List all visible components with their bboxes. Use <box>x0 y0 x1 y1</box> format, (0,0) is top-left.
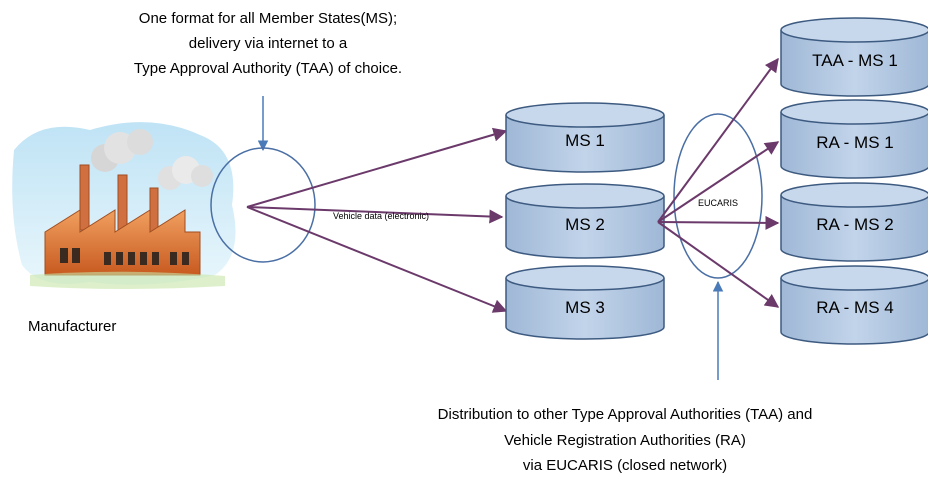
delivery-ellipse <box>210 147 316 263</box>
arrow-to-ra-ms4 <box>657 221 780 308</box>
ms3-label: MS 3 <box>565 298 605 317</box>
bottom-note-line-2: Vehicle Registration Authorities (RA) <box>504 432 746 449</box>
factory-icon <box>12 122 236 289</box>
flow-label: Vehicle data (electronic) <box>333 211 429 221</box>
bottom-note-line-1: Distribution to other Type Approval Auth… <box>438 406 813 423</box>
arrow-to-ra-ms2 <box>657 215 780 230</box>
cylinder-taa-ms1: TAA - MS 1 <box>780 17 928 97</box>
top-note-line-3: Type Approval Authority (TAA) of choice. <box>134 60 402 77</box>
eucaris-ellipse <box>673 113 763 279</box>
ms2-label: MS 2 <box>565 215 605 234</box>
cylinder-ms2: MS 2 <box>505 183 665 259</box>
cylinder-ra-ms1: RA - MS 1 <box>780 99 928 179</box>
cylinder-ms3: MS 3 <box>505 265 665 340</box>
ra-ms2-label: RA - MS 2 <box>816 215 893 234</box>
arrow-to-ms3 <box>246 206 508 313</box>
arrow-to-ra-ms1 <box>657 141 780 223</box>
ms1-label: MS 1 <box>565 131 605 150</box>
bottom-note-line-3: via EUCARIS (closed network) <box>523 457 727 474</box>
ra-ms4-label: RA - MS 4 <box>816 298 893 317</box>
top-note-line-2: delivery via internet to a <box>189 35 348 52</box>
cylinder-ms1: MS 1 <box>505 102 665 173</box>
cylinder-ra-ms2: RA - MS 2 <box>780 182 928 262</box>
arrow-to-ms2 <box>246 206 504 224</box>
arrow-to-taa-ms1 <box>657 57 779 223</box>
ra-ms1-label: RA - MS 1 <box>816 133 893 152</box>
taa-ms1-label: TAA - MS 1 <box>812 51 898 70</box>
cylinder-ra-ms4: RA - MS 4 <box>780 265 928 345</box>
arrow-to-ms1 <box>246 127 508 208</box>
eucaris-label: EUCARIS <box>698 198 738 208</box>
manufacturer-label: Manufacturer <box>28 318 116 335</box>
top-note-line-1: One format for all Member States(MS); <box>139 10 397 27</box>
